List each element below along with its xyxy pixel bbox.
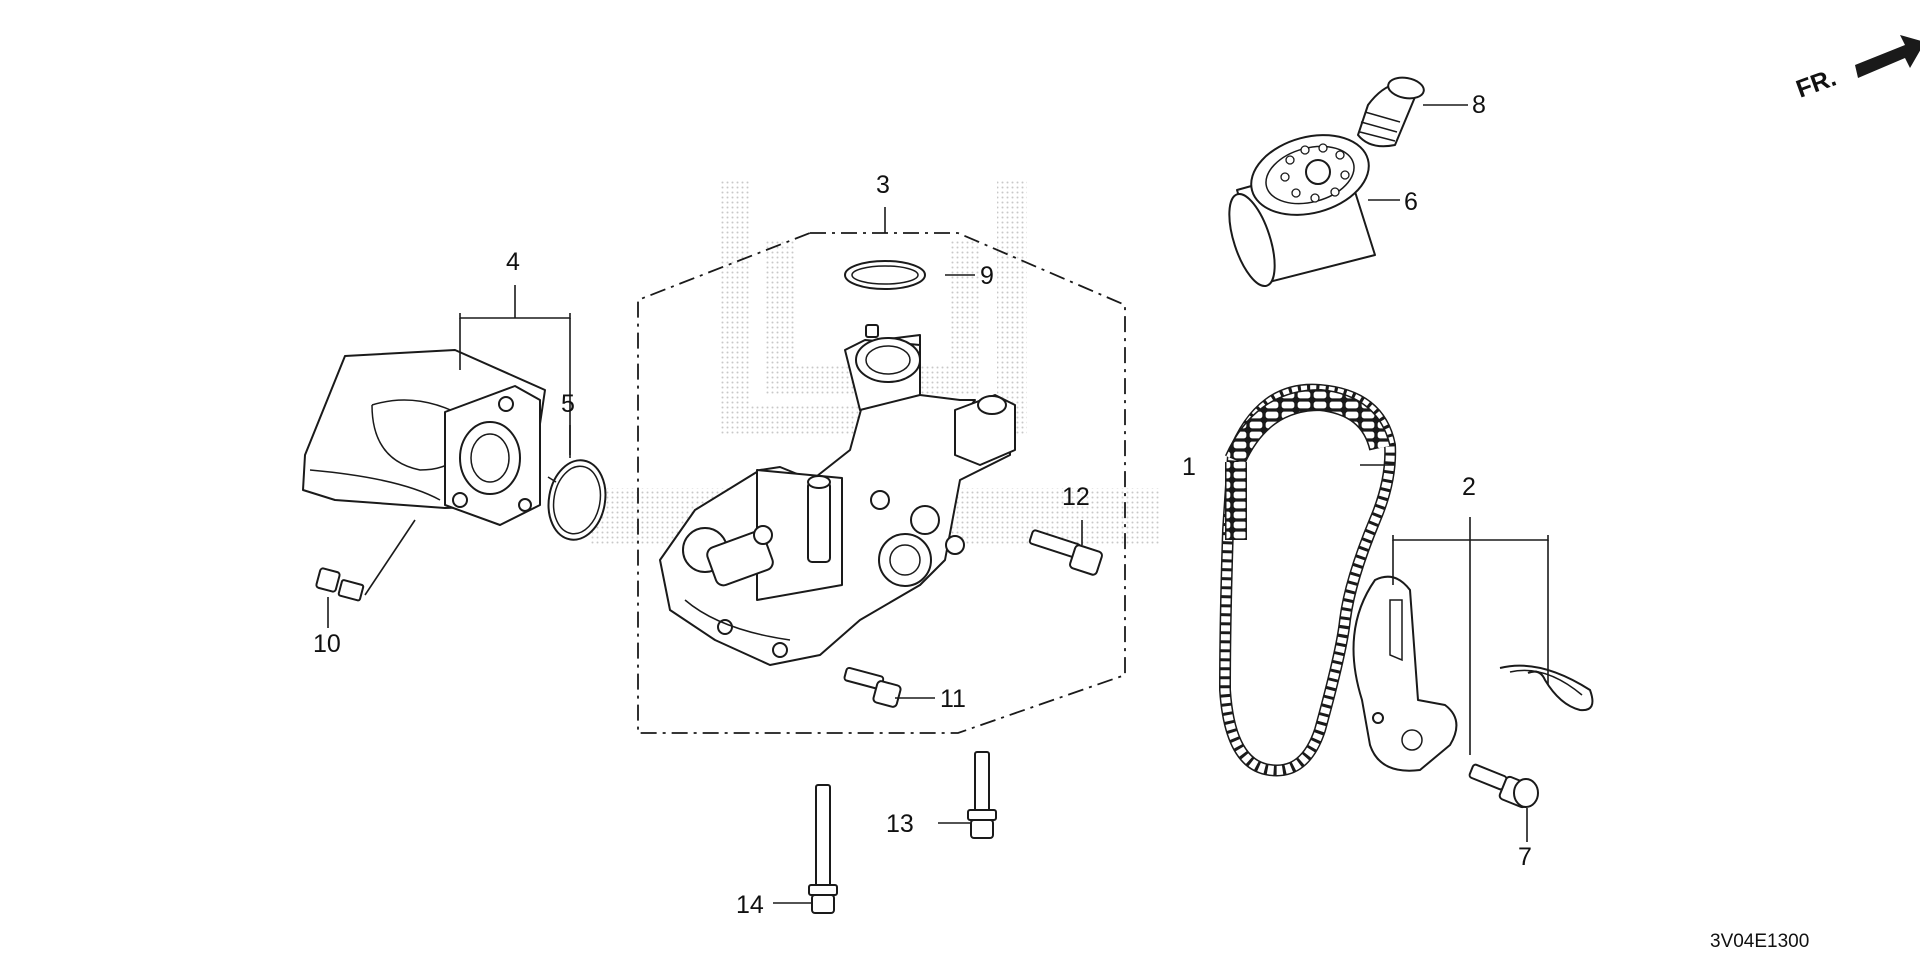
callout-8: 8 [1472,91,1486,119]
callout-9: 9 [980,262,994,290]
oil-filter-part-6 [1228,134,1376,287]
reference-code: 3V04E1300 [1710,931,1809,952]
bolt-part-10 [315,567,365,602]
callout-3: 3 [876,171,890,199]
bolt-part-12 [1028,529,1103,576]
callout-12: 12 [1062,483,1090,511]
front-direction-arrow-icon [1855,35,1920,78]
o-ring-part-9-inner [851,265,919,285]
direction-label: FR. [1792,64,1839,104]
callout-4: 4 [506,248,520,276]
bolt-part-7 [1468,763,1539,809]
assembly-boundary-3 [637,232,1126,734]
oil-pump-part-3 [659,324,1016,666]
timing-chain-part-1 [1218,383,1397,777]
oil-strainer-part-4 [302,349,546,526]
callout-5: 5 [561,390,575,418]
bolt-part-13 [967,751,997,839]
callout-6: 6 [1404,188,1418,216]
o-ring-part-5 [547,459,607,541]
callout-11: 11 [940,685,966,713]
connector-part-8 [1357,76,1425,148]
bolt-part-11 [843,666,902,708]
callout-1: 1 [1182,453,1196,481]
callout-13: 13 [886,810,914,838]
callout-10: 10 [313,630,341,658]
bolt-part-14 [808,784,838,914]
callout-14: 14 [736,891,764,919]
leader-lines [327,104,1549,904]
o-ring-part-9 [844,260,926,290]
callout-2: 2 [1462,473,1476,501]
chain-tensioner-part-2 [1352,575,1594,772]
callout-7: 7 [1518,843,1532,871]
